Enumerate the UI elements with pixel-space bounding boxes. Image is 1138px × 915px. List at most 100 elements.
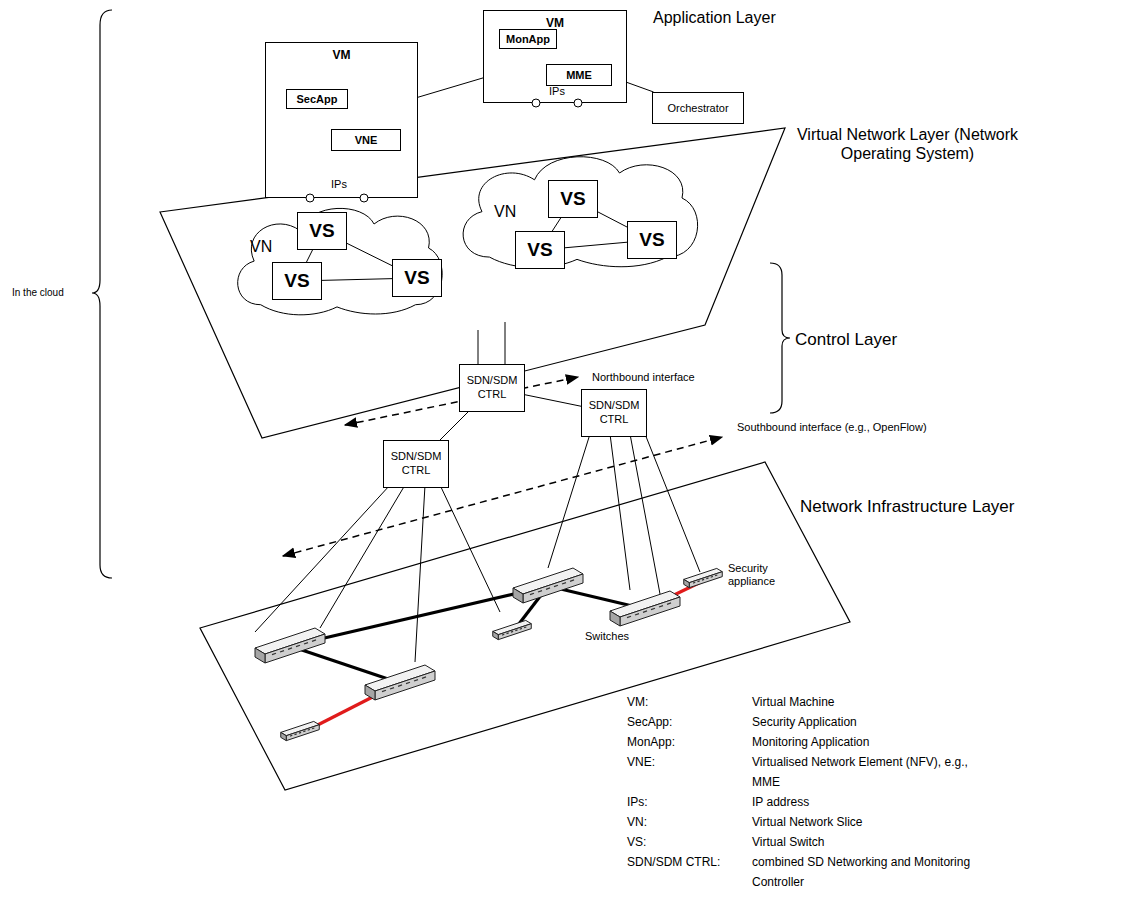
control-wire bbox=[320, 485, 405, 628]
device-port bbox=[530, 593, 534, 594]
legend-abbreviation: SDN/SDM CTRL: bbox=[627, 852, 720, 872]
device-port bbox=[520, 628, 522, 630]
device-port bbox=[659, 606, 663, 607]
legend-description: Virtualised Network Element (NFV), e.g.,… bbox=[752, 752, 988, 792]
box-label: VS bbox=[284, 270, 309, 292]
legend-abbreviation: VS: bbox=[627, 832, 646, 852]
box-label: VS bbox=[404, 267, 429, 289]
box-label: VS bbox=[309, 220, 334, 242]
virtual-switch-box: VS bbox=[627, 221, 677, 259]
layer-label: Virtual Network Layer (Network Operating… bbox=[795, 125, 1020, 163]
controller-box: SDN/SDM CTRL bbox=[383, 440, 449, 488]
virtual-network-cloud: VN VS VS VS bbox=[228, 200, 446, 320]
device-port bbox=[308, 729, 310, 731]
security-appliance bbox=[281, 721, 320, 740]
device-port bbox=[511, 631, 513, 633]
device-port bbox=[702, 579, 704, 581]
legend-description: Monitoring Application bbox=[752, 732, 988, 752]
control-bracket bbox=[770, 263, 790, 413]
device-port bbox=[398, 685, 402, 686]
control-wire bbox=[440, 485, 500, 612]
legend-description: combined SD Networking and Monitoring Co… bbox=[752, 852, 988, 892]
device-port bbox=[406, 682, 410, 683]
switch-link bbox=[290, 646, 400, 683]
box-label: Orchestrator bbox=[667, 102, 728, 114]
virtual-network-cloud: VNVSVSVS bbox=[452, 148, 702, 273]
slice-label: VN bbox=[250, 238, 272, 256]
legend-abbreviation: VM: bbox=[627, 692, 648, 712]
device-port bbox=[706, 577, 708, 579]
application-box: SecApp bbox=[286, 89, 348, 109]
control-wire bbox=[255, 485, 390, 632]
device-port bbox=[422, 677, 426, 678]
connector-line bbox=[307, 250, 313, 262]
virtual-switch-box: VS bbox=[515, 231, 565, 269]
device-port bbox=[693, 582, 695, 584]
bracket-label: In the cloud bbox=[12, 287, 64, 299]
cloud-brace bbox=[92, 10, 112, 578]
interface-label: Northbound interface bbox=[592, 371, 695, 384]
network-element-box: MME bbox=[546, 64, 612, 86]
device-end bbox=[684, 579, 690, 587]
legend-abbreviation: MonApp: bbox=[627, 732, 675, 752]
device-port bbox=[524, 626, 526, 628]
connector-line bbox=[525, 395, 581, 406]
slice-label: VN bbox=[494, 203, 516, 221]
device-port bbox=[312, 640, 316, 641]
device-end bbox=[255, 648, 265, 663]
control-wire bbox=[415, 485, 425, 662]
virtual-network-plane bbox=[160, 128, 785, 438]
device-port bbox=[698, 580, 700, 582]
network-switch bbox=[365, 665, 435, 700]
connector-line bbox=[552, 218, 560, 231]
virtual-switch-box: VS bbox=[272, 262, 322, 300]
orchestrator-box: Orchestrator bbox=[652, 92, 744, 124]
network-devices bbox=[255, 434, 722, 741]
device-front bbox=[375, 671, 435, 700]
device-end bbox=[281, 732, 287, 740]
ip-label: IPs bbox=[331, 178, 347, 191]
device-port bbox=[651, 608, 655, 609]
controller-box: SDN/SDM CTRL bbox=[581, 389, 647, 437]
device-port bbox=[635, 614, 639, 615]
cloud-shape bbox=[238, 208, 443, 314]
legend-description: Virtual Machine bbox=[752, 692, 988, 712]
device-port bbox=[303, 730, 305, 732]
device-port bbox=[414, 680, 418, 681]
device-port bbox=[390, 688, 394, 689]
device-front bbox=[620, 597, 680, 626]
device-port bbox=[296, 645, 300, 646]
device-port bbox=[554, 585, 558, 586]
ip-port bbox=[306, 194, 314, 202]
device-port bbox=[272, 653, 276, 654]
layer-label: Control Layer bbox=[795, 330, 897, 350]
network-switch bbox=[513, 568, 583, 603]
legend-abbreviation: VNE: bbox=[627, 752, 655, 772]
device-end bbox=[365, 685, 375, 700]
device-end bbox=[513, 588, 523, 603]
virtual-switch-box: VS bbox=[392, 259, 442, 297]
network-switch bbox=[610, 591, 680, 626]
device-port bbox=[538, 591, 542, 592]
box-label: MonApp bbox=[506, 33, 550, 45]
control-wire bbox=[630, 434, 660, 594]
connector-line bbox=[347, 243, 392, 265]
switch-link bbox=[290, 586, 548, 646]
network-element-box: VNE bbox=[331, 129, 401, 151]
device-front bbox=[523, 574, 583, 603]
controller-box: SDN/SDM CTRL bbox=[459, 364, 525, 412]
device-port bbox=[711, 576, 713, 578]
device-port bbox=[562, 583, 566, 584]
security-appliance bbox=[684, 568, 723, 587]
control-wire bbox=[548, 434, 590, 568]
device-port bbox=[304, 643, 308, 644]
device-end bbox=[493, 631, 499, 639]
device-port bbox=[715, 574, 717, 576]
virtual-machine-box: VMSecAppVNE bbox=[265, 42, 418, 198]
legend-abbreviation: IPs: bbox=[627, 792, 648, 812]
device-front bbox=[265, 634, 325, 663]
connector-line bbox=[440, 412, 468, 440]
device-label: Security appliance bbox=[728, 562, 798, 588]
legend-description: IP address bbox=[752, 792, 988, 812]
device-port bbox=[570, 580, 574, 581]
